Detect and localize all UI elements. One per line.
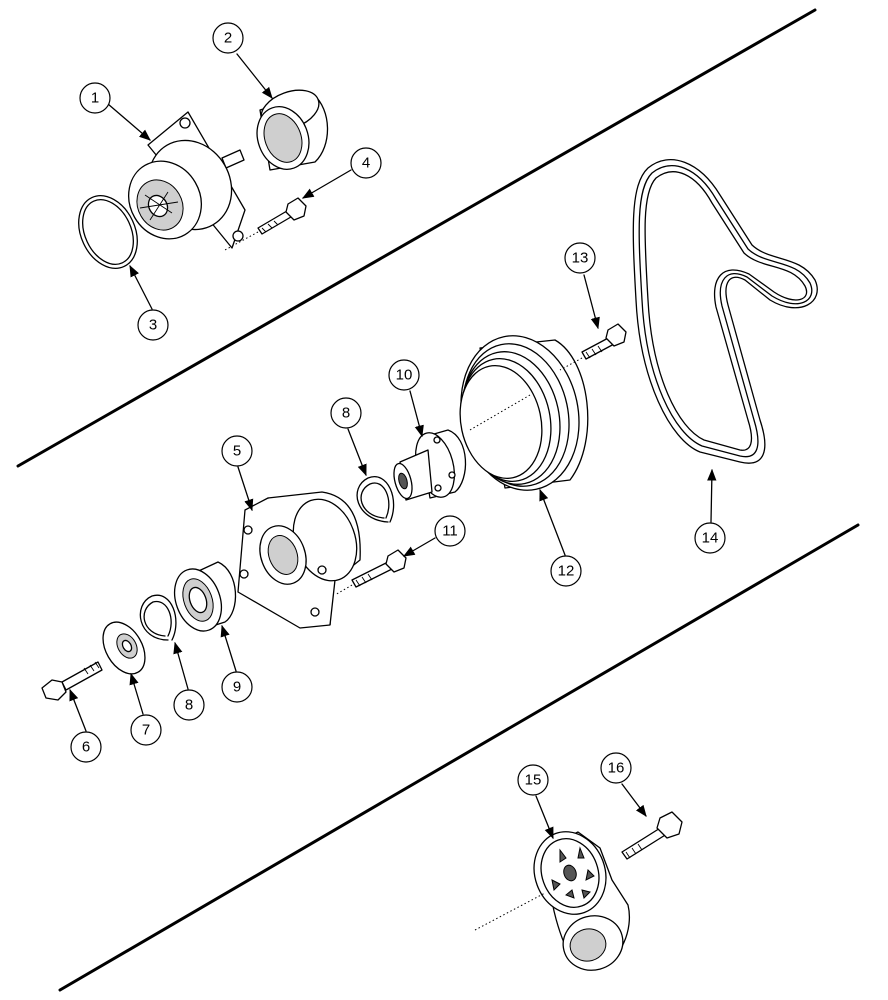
bolt-16 bbox=[621, 811, 683, 860]
svg-text:10: 10 bbox=[396, 367, 413, 384]
svg-text:9: 9 bbox=[233, 679, 241, 696]
water-pump bbox=[128, 111, 246, 249]
callout-9: 9 bbox=[221, 671, 253, 703]
callout-4: 4 bbox=[350, 147, 382, 179]
bolt-6 bbox=[41, 661, 103, 701]
callout-14: 14 bbox=[694, 522, 726, 554]
bolt-13 bbox=[559, 323, 627, 371]
callout-8-upper: 8 bbox=[330, 397, 362, 429]
svg-text:15: 15 bbox=[525, 772, 542, 789]
callout-16: 16 bbox=[600, 752, 632, 784]
callout-13: 13 bbox=[564, 242, 596, 274]
section-divider-top bbox=[16, 8, 817, 468]
bearing bbox=[173, 561, 237, 632]
svg-text:6: 6 bbox=[82, 739, 90, 756]
callout-8-lower: 8 bbox=[173, 689, 205, 721]
washer bbox=[102, 621, 146, 675]
serpentine-belt bbox=[632, 159, 818, 464]
svg-text:16: 16 bbox=[608, 760, 625, 777]
callout-6: 6 bbox=[70, 731, 102, 763]
svg-text:14: 14 bbox=[702, 530, 719, 547]
svg-text:5: 5 bbox=[233, 443, 241, 460]
snap-ring-lower bbox=[139, 594, 177, 641]
callout-10: 10 bbox=[388, 359, 420, 391]
svg-text:7: 7 bbox=[142, 722, 150, 739]
svg-text:8: 8 bbox=[342, 405, 350, 422]
svg-text:12: 12 bbox=[558, 563, 575, 580]
bolt-11 bbox=[334, 549, 407, 596]
callout-5: 5 bbox=[221, 435, 253, 467]
callout-12: 12 bbox=[550, 555, 582, 587]
callout-1: 1 bbox=[79, 82, 111, 114]
idler-housing bbox=[237, 491, 361, 629]
svg-text:4: 4 bbox=[362, 155, 370, 172]
callout-7: 7 bbox=[130, 714, 162, 746]
svg-text:3: 3 bbox=[149, 317, 157, 334]
pulley bbox=[459, 335, 589, 491]
callout-15: 15 bbox=[517, 764, 549, 796]
callout-3: 3 bbox=[137, 309, 169, 341]
svg-text:2: 2 bbox=[224, 30, 232, 47]
snap-ring-upper bbox=[356, 476, 395, 523]
callout-11: 11 bbox=[434, 515, 466, 547]
o-ring bbox=[78, 195, 138, 269]
bolt-4 bbox=[224, 197, 307, 251]
section-divider-bottom bbox=[58, 523, 860, 992]
belt-tensioner bbox=[474, 831, 630, 971]
svg-text:1: 1 bbox=[91, 90, 99, 107]
svg-text:8: 8 bbox=[185, 697, 193, 714]
callout-2: 2 bbox=[212, 22, 244, 54]
svg-text:13: 13 bbox=[572, 250, 589, 267]
hub bbox=[393, 429, 467, 501]
leader-lines bbox=[69, 53, 717, 840]
svg-text:11: 11 bbox=[442, 523, 458, 540]
pump-sleeve bbox=[256, 89, 329, 171]
